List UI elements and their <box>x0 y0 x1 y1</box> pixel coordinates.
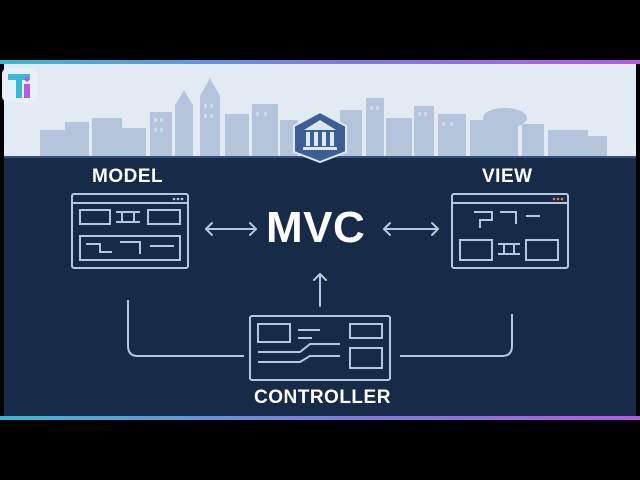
controller-window-icon <box>249 315 391 381</box>
connectors <box>127 300 513 357</box>
diagram-title: MVC <box>266 203 366 252</box>
model-label: MODEL <box>92 166 164 187</box>
classical-building-icon <box>293 110 347 164</box>
model-window-dots <box>172 197 184 201</box>
controller-to-mvc-arrow <box>313 273 327 307</box>
city-skyline-icon <box>40 78 607 157</box>
view-window-icon <box>451 193 569 269</box>
frame-border-top <box>0 60 640 64</box>
view-window-dots <box>552 197 564 201</box>
model-window-icon <box>71 193 189 269</box>
view-label: VIEW <box>482 166 533 187</box>
frame-border-bottom <box>0 416 640 420</box>
controller-label: CONTROLLER <box>254 387 391 408</box>
skyline-windows <box>154 104 453 132</box>
mvc-view-double-arrow <box>383 222 439 236</box>
model-mvc-double-arrow <box>205 222 257 236</box>
view-to-controller-line <box>400 314 513 357</box>
brand-logo-icon <box>2 68 38 102</box>
model-to-controller-line <box>127 300 244 357</box>
